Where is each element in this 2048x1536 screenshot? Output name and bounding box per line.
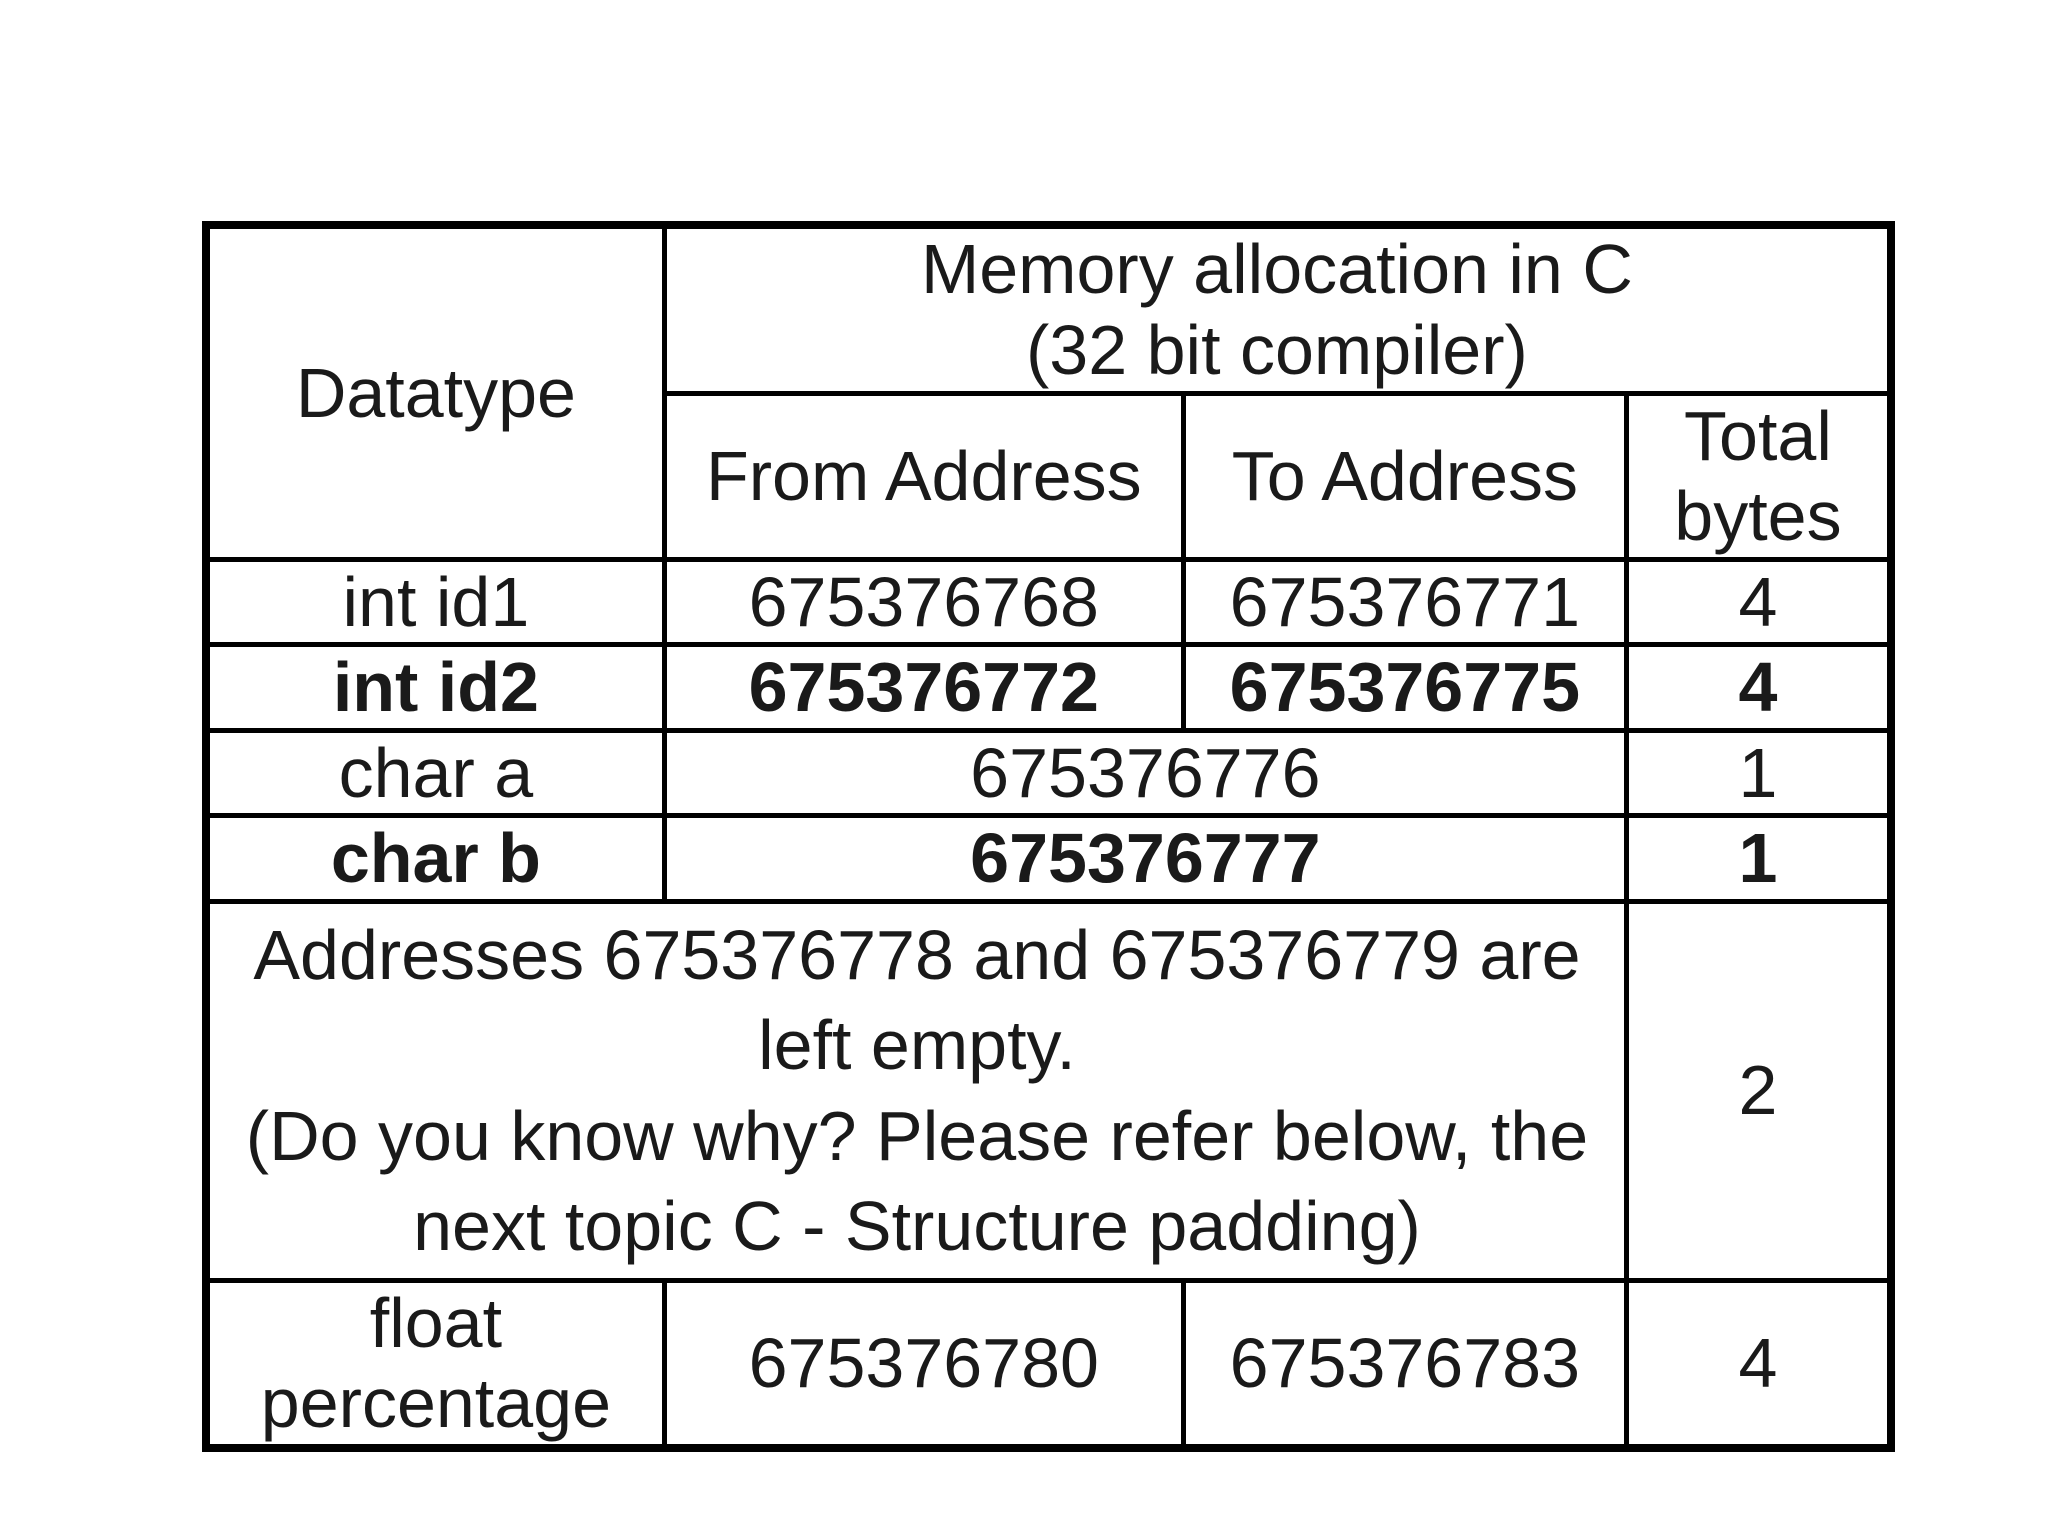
header-total-bytes-line2: bytes [1674, 477, 1842, 555]
padding-note-sentence2: (Do you know why? Please refer below, th… [245, 1096, 1589, 1265]
cell-bytes-int-id2: 4 [1623, 642, 1894, 733]
cell-bytes-float-percentage: 4 [1623, 1277, 1894, 1450]
row-padding-note: Addresses 675376778 and 675376779 are le… [203, 898, 1894, 1283]
header-from-address: From Address [661, 390, 1186, 562]
cell-to-int-id1: 675376771 [1180, 556, 1629, 647]
cell-from-int-id1: 675376768 [661, 556, 1186, 647]
header-to-address: To Address [1180, 390, 1629, 562]
cell-bytes-int-id1: 4 [1623, 556, 1894, 647]
cell-datatype-char-b: char b [203, 813, 667, 904]
cell-padding-note: Addresses 675376778 and 675376779 are le… [203, 898, 1629, 1283]
cell-datatype-float-line2: percentage [260, 1364, 612, 1442]
memory-allocation-table: Datatype Memory allocation in C (32 bit … [202, 221, 1895, 1452]
cell-datatype-float-line1: float [369, 1283, 503, 1362]
cell-address-char-b: 675376777 [661, 813, 1629, 904]
header-total-bytes-line1: Total [1684, 396, 1832, 475]
header-memory-allocation-line1: Memory allocation in C [920, 230, 1633, 309]
header-datatype: Datatype [203, 222, 667, 562]
row-int-id1: int id1 675376768 675376771 4 [203, 556, 1894, 647]
padding-note-sentence1: Addresses 675376778 and 675376779 are le… [253, 915, 1581, 1085]
cell-datatype-int-id1: int id1 [203, 556, 667, 647]
cell-from-int-id2: 675376772 [661, 642, 1186, 733]
header-row-columns: From Address To Address Total bytes [206, 390, 1894, 562]
row-char-b: char b 675376777 1 [203, 813, 1894, 904]
row-char-a: char a 675376776 1 [203, 727, 1894, 818]
header-memory-allocation-line2: (32 bit compiler) [1025, 310, 1528, 389]
row-float-percentage: float percentage 675376780 675376783 4 [203, 1277, 1894, 1450]
header-memory-allocation: Memory allocation in C (32 bit compiler) [661, 222, 1894, 396]
memory-allocation-table-wrap: Datatype Memory allocation in C (32 bit … [202, 221, 1895, 1452]
cell-to-float-percentage: 675376783 [1180, 1277, 1629, 1450]
cell-to-int-id2: 675376775 [1180, 642, 1629, 733]
cell-bytes-char-b: 1 [1623, 813, 1894, 904]
cell-datatype-int-id2: int id2 [203, 642, 667, 733]
cell-address-char-a: 675376776 [661, 727, 1629, 818]
cell-bytes-char-a: 1 [1623, 727, 1894, 818]
cell-from-float-percentage: 675376780 [661, 1277, 1186, 1450]
header-row-group: Datatype Memory allocation in C (32 bit … [203, 222, 1894, 562]
row-int-id2: int id2 675376772 675376775 4 [203, 642, 1894, 733]
cell-bytes-padding-note: 2 [1623, 898, 1894, 1283]
cell-datatype-char-a: char a [203, 727, 667, 818]
cell-datatype-float-percentage: float percentage [203, 1277, 667, 1450]
header-total-bytes: Total bytes [1623, 390, 1894, 562]
